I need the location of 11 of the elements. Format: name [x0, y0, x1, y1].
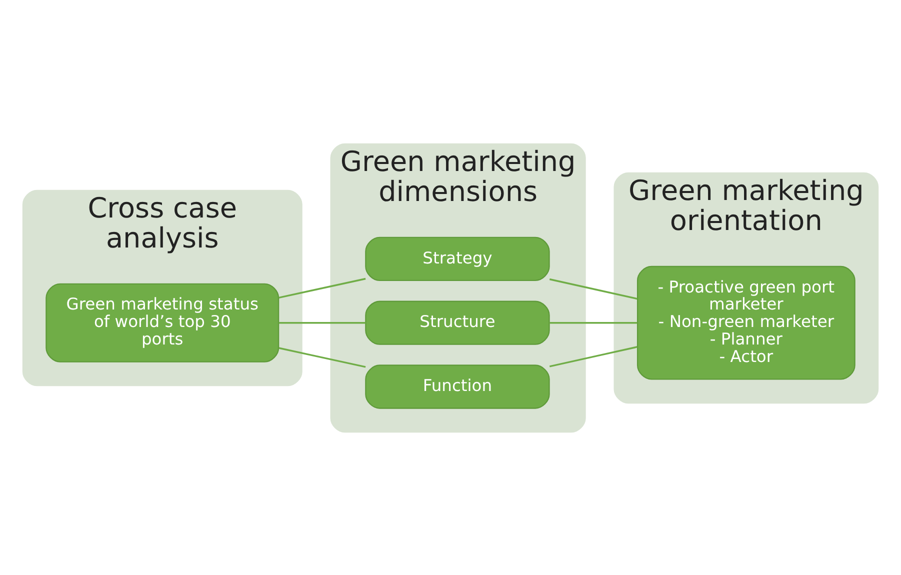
node-box: Green marketing status of world’s top 30 ports	[46, 282, 280, 362]
connector	[278, 277, 366, 298]
connector	[549, 346, 638, 367]
node-box: Function	[365, 364, 550, 408]
connector	[549, 278, 638, 300]
connector	[278, 321, 366, 324]
connector	[278, 346, 366, 368]
node-box: Strategy	[365, 236, 550, 281]
node-box: Structure	[365, 300, 550, 344]
connector	[550, 321, 638, 324]
node-box: - Proactive green port marketer - Non-green marketer - Planner - Actor	[636, 265, 856, 380]
